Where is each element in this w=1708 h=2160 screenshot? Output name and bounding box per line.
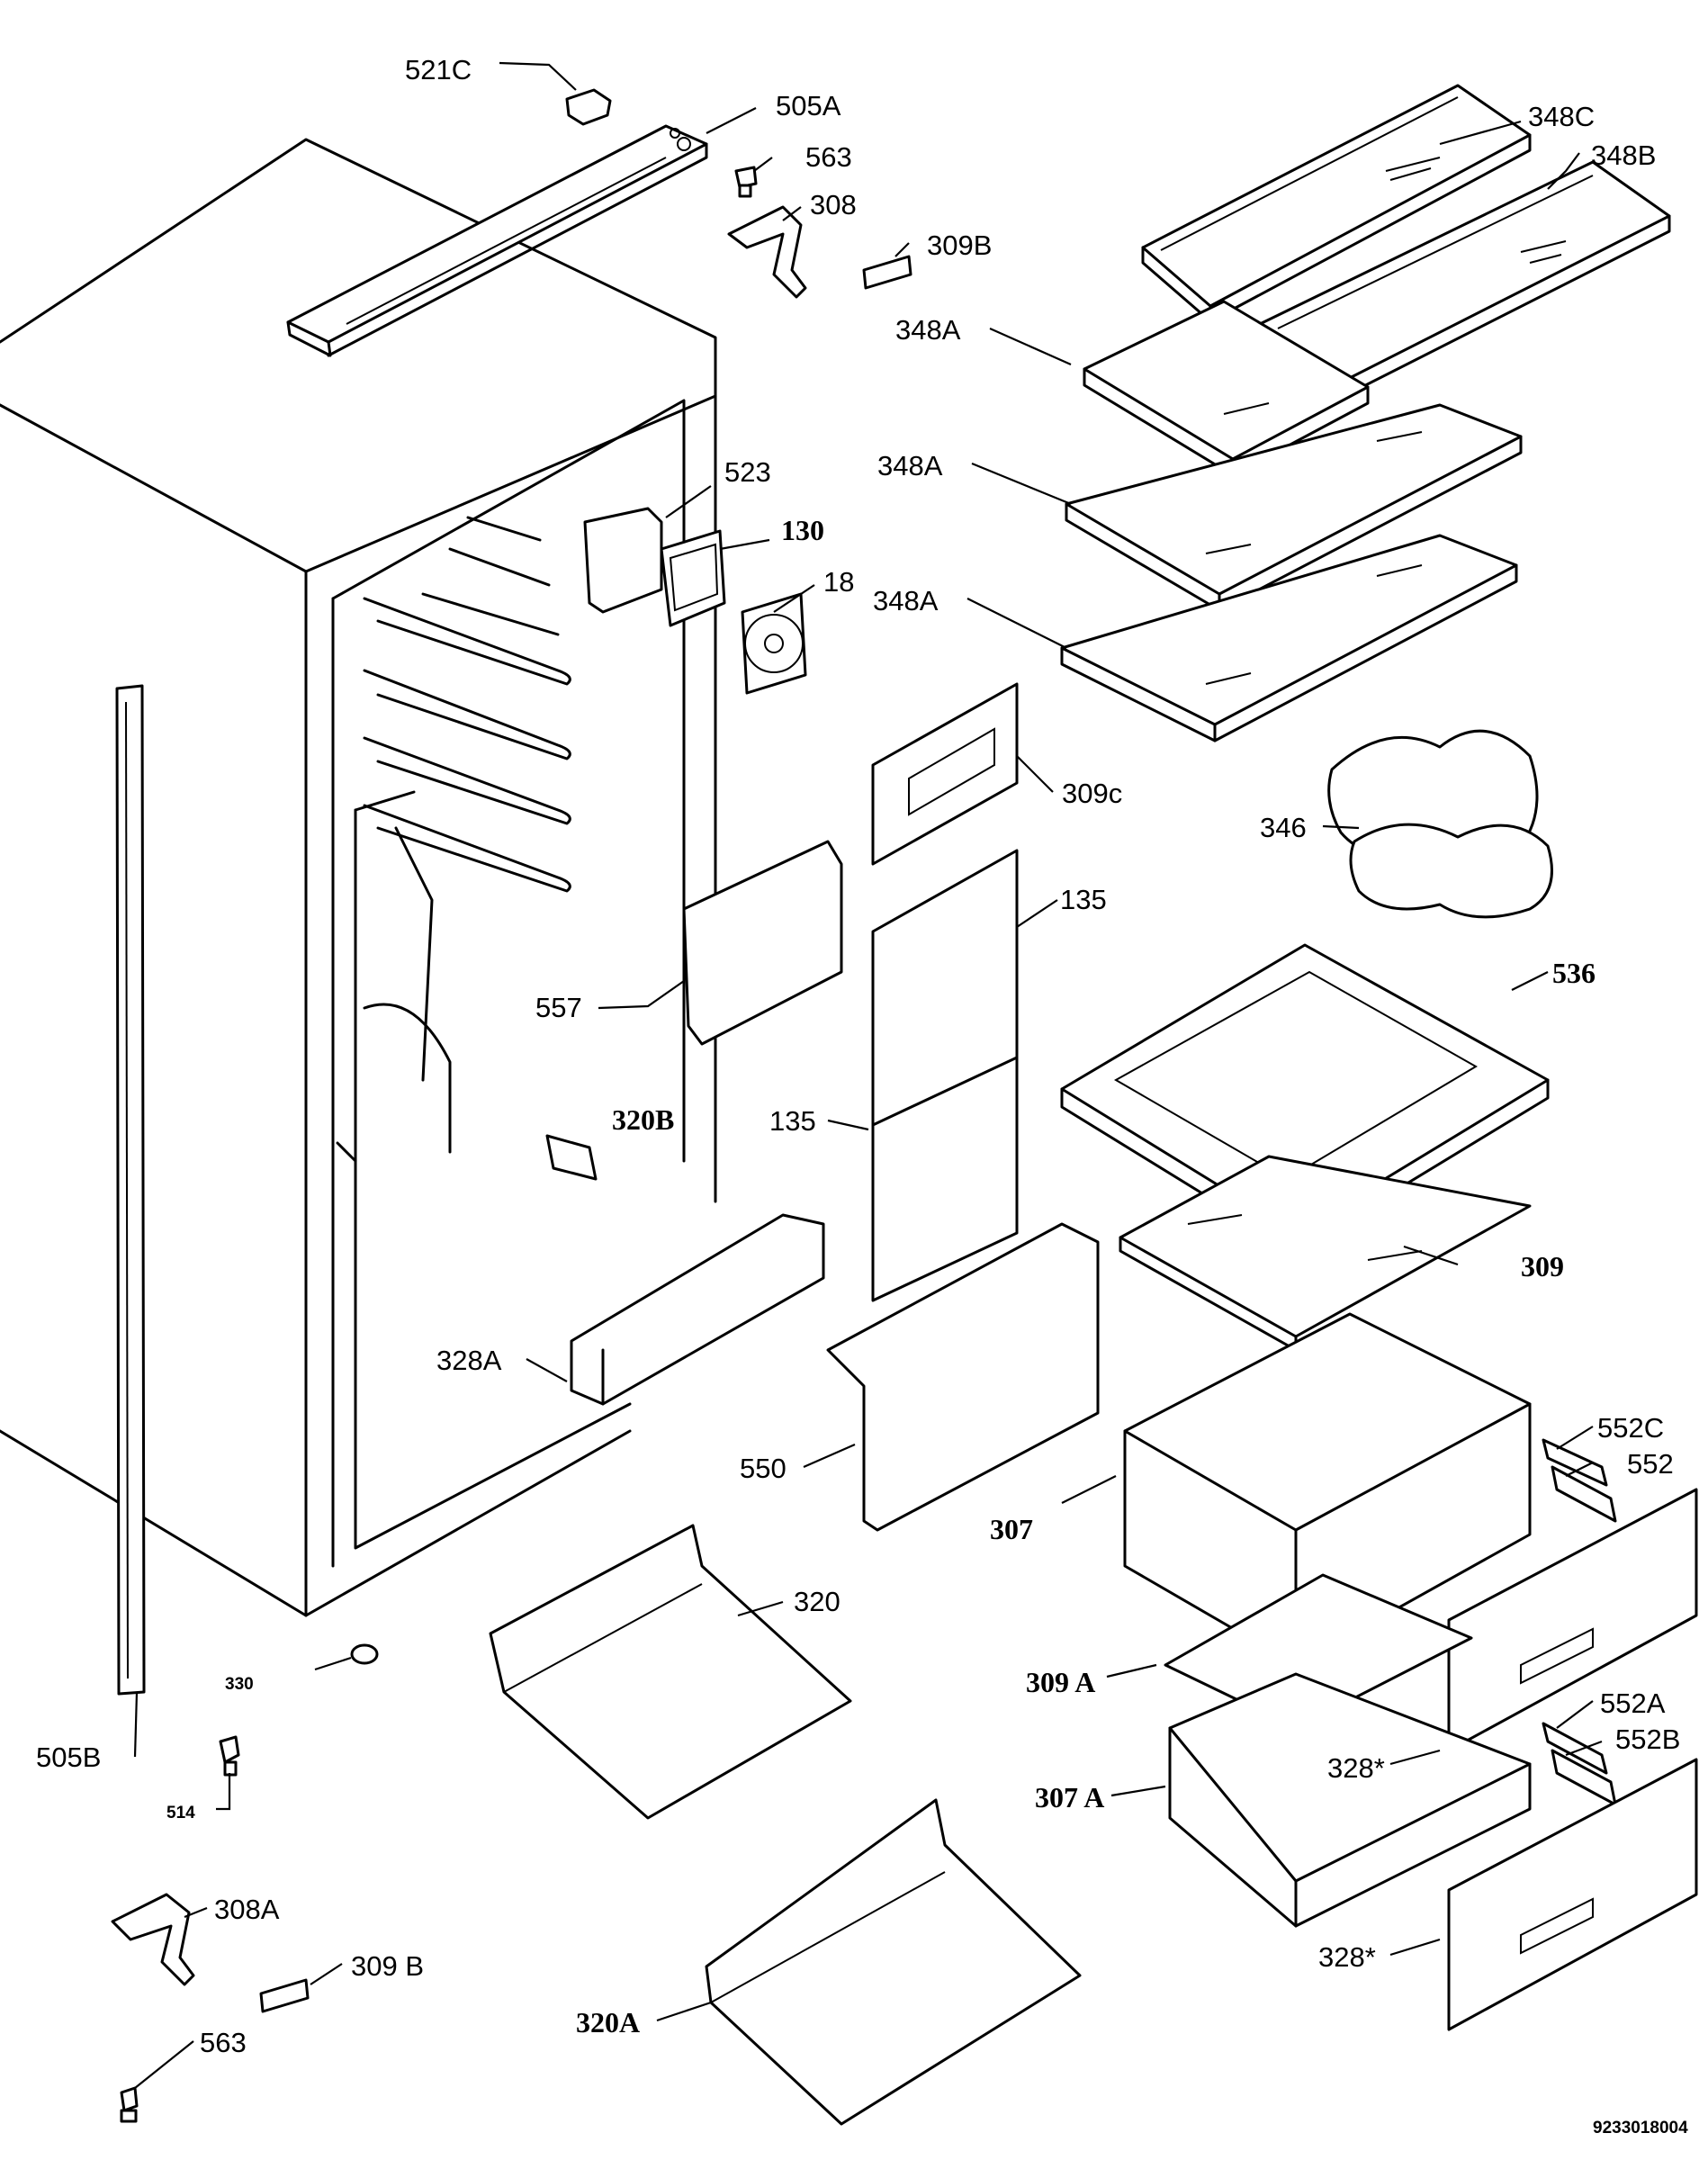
label-309b-top: 309B xyxy=(927,230,992,261)
rails-552ab xyxy=(1542,1722,1617,1806)
label-552: 552 xyxy=(1627,1448,1674,1480)
label-308a: 308A xyxy=(214,1894,280,1925)
dish-346 xyxy=(1327,729,1553,919)
label-563-top: 563 xyxy=(805,141,852,173)
shelf-348a-3 xyxy=(1060,534,1518,742)
fan-parts xyxy=(583,507,807,695)
shelf-348c xyxy=(1141,84,1532,323)
label-328-star-2: 328* xyxy=(1318,1941,1376,1973)
label-320b: 320B xyxy=(612,1103,674,1136)
label-320: 320 xyxy=(794,1586,841,1617)
label-523: 523 xyxy=(724,456,771,488)
label-521c: 521C xyxy=(405,54,472,86)
label-552b: 552B xyxy=(1615,1724,1680,1755)
label-550: 550 xyxy=(740,1453,787,1484)
glass-plate-309 xyxy=(1119,1155,1532,1352)
label-348a-3: 348A xyxy=(873,585,939,616)
cabinet-body xyxy=(0,138,717,1617)
label-307: 307 xyxy=(990,1513,1033,1545)
top-rail-505a xyxy=(286,124,708,357)
drawer-front-328-lower xyxy=(1447,1758,1698,2031)
label-514: 514 xyxy=(166,1804,195,1822)
label-135-b: 135 xyxy=(769,1105,816,1137)
label-348c: 348C xyxy=(1528,101,1595,132)
label-320a: 320A xyxy=(576,2006,640,2038)
label-328a: 328A xyxy=(436,1345,502,1376)
label-330: 330 xyxy=(225,1675,254,1694)
part-320b xyxy=(545,1134,598,1181)
label-309b-bottom: 309 B xyxy=(351,1950,424,1982)
drawing-number: 9233018004 xyxy=(1593,2119,1688,2138)
label-309: 309 xyxy=(1521,1250,1564,1282)
cover-550 xyxy=(826,1222,1100,1532)
label-348b: 348B xyxy=(1591,140,1656,171)
label-309a: 309 A xyxy=(1026,1666,1095,1698)
part-labels: 521C 505A 563 308 309B 348C 348B 348A 34… xyxy=(36,54,1688,2138)
panel-557 xyxy=(682,840,843,1046)
drawer-307a xyxy=(1168,1672,1532,1928)
label-505a: 505A xyxy=(776,90,841,122)
glass-shelves xyxy=(1060,84,1671,742)
wire-basket-320 xyxy=(489,1524,852,1820)
top-small-parts xyxy=(565,88,912,299)
label-536: 536 xyxy=(1552,957,1596,989)
door-bin-328a xyxy=(570,1213,825,1406)
door-strip-505b xyxy=(115,684,146,1696)
bottom-small-parts xyxy=(111,1643,379,2123)
label-348a-1: 348A xyxy=(895,314,961,346)
rails-552 xyxy=(1542,1438,1617,1523)
label-130: 130 xyxy=(781,514,824,546)
label-552c: 552C xyxy=(1597,1412,1664,1444)
label-346: 346 xyxy=(1260,812,1307,843)
label-328-star-1: 328* xyxy=(1327,1752,1385,1784)
label-135-a: 135 xyxy=(1060,884,1107,915)
wire-basket-320a xyxy=(705,1798,1082,2126)
label-307a: 307 A xyxy=(1035,1781,1104,1814)
label-552a: 552A xyxy=(1600,1688,1666,1719)
label-309c: 309c xyxy=(1062,778,1122,809)
label-563-bottom: 563 xyxy=(200,2027,247,2058)
duct-panels xyxy=(871,682,1019,1302)
label-308: 308 xyxy=(810,189,857,220)
drawer-front-328-upper xyxy=(1447,1488,1698,1752)
label-557: 557 xyxy=(535,992,582,1023)
label-18: 18 xyxy=(823,566,854,598)
leader-lines xyxy=(133,61,1603,2089)
label-505b: 505B xyxy=(36,1742,101,1773)
label-348a-2: 348A xyxy=(877,450,943,482)
